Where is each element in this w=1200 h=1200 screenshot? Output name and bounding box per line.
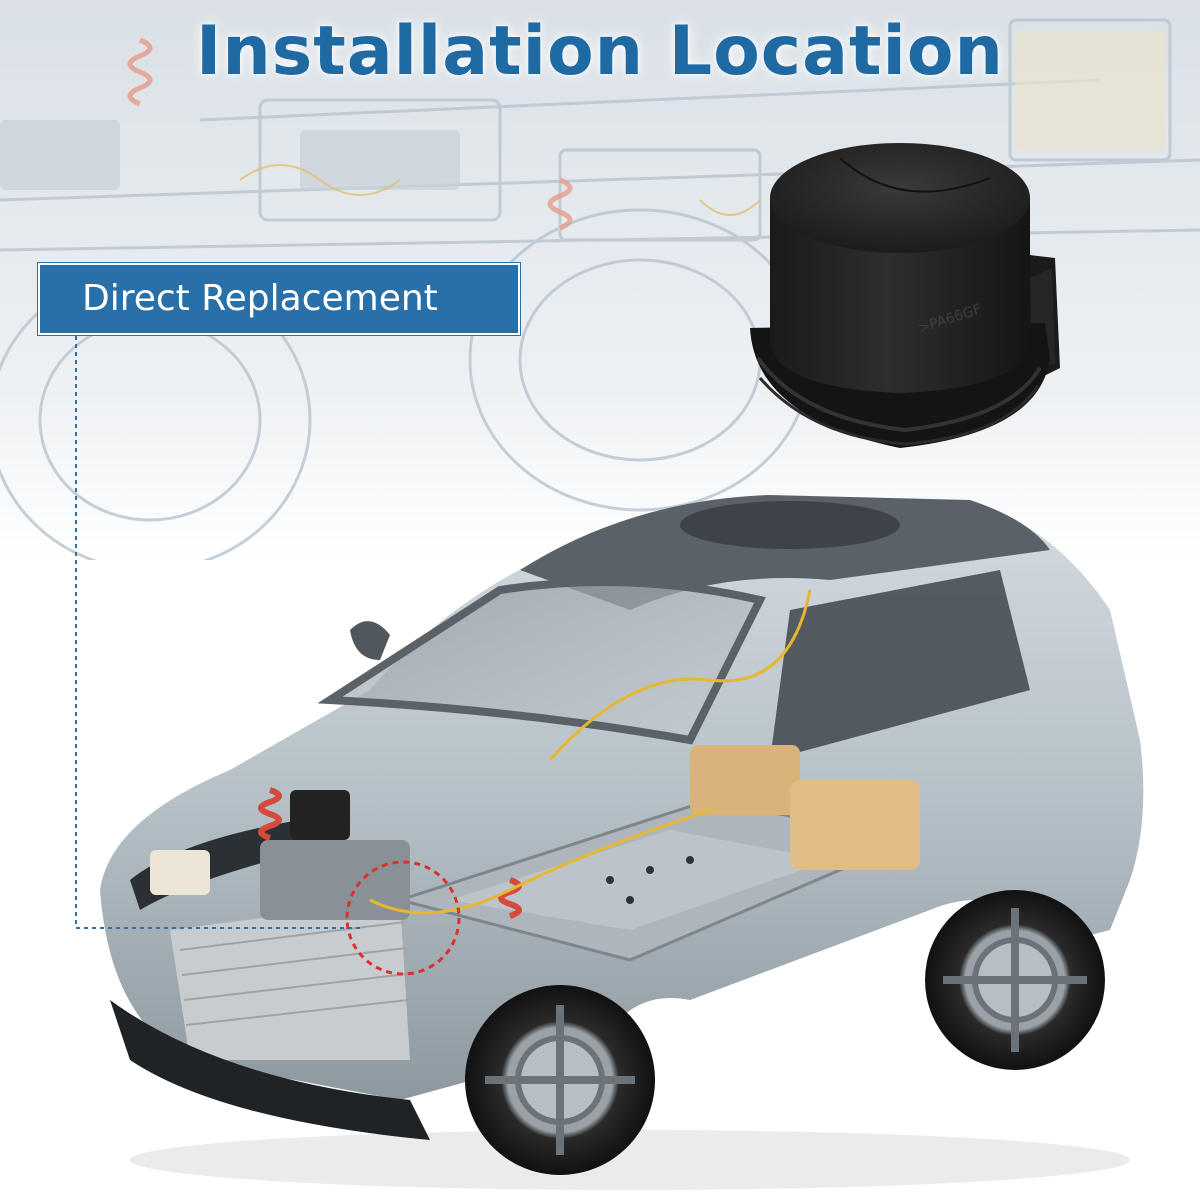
car-cutaway-image <box>100 495 1144 1190</box>
direct-replacement-badge: Direct Replacement <box>38 263 520 335</box>
page-title: Installation Location <box>196 12 1004 91</box>
part-image: >PA66GF <box>750 143 1060 448</box>
